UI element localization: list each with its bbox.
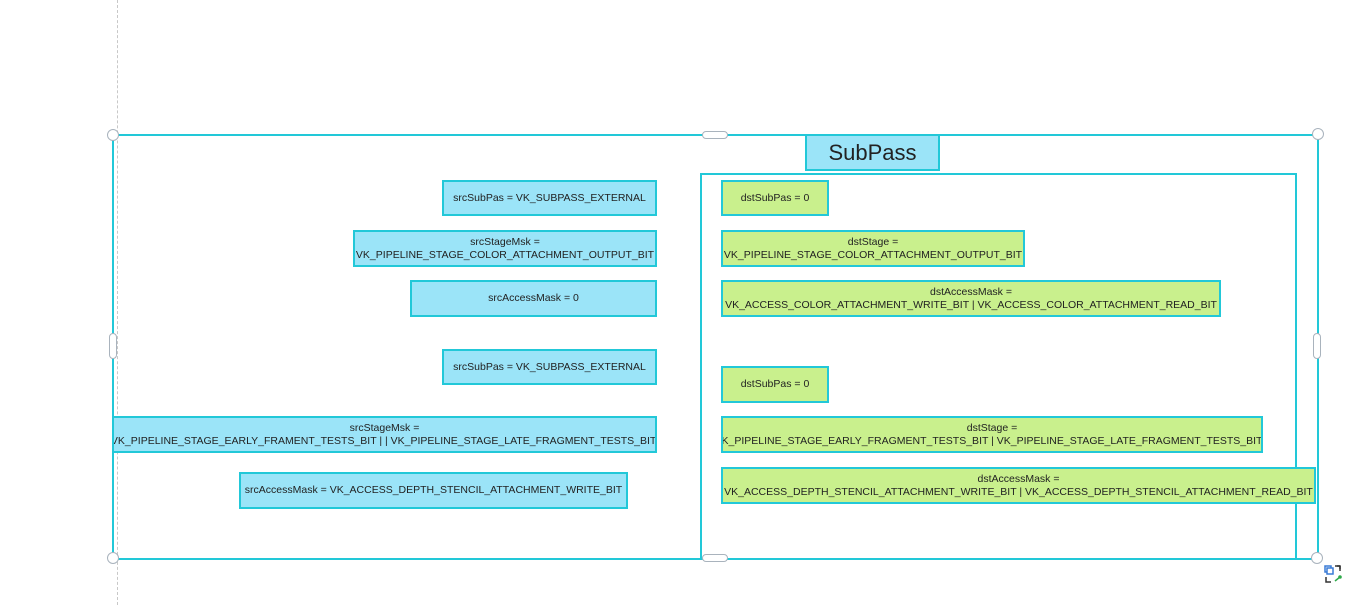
resize-handle-top[interactable]	[702, 131, 728, 139]
node-text: dstSubPas = 0	[740, 378, 810, 390]
src-access-mask-box-1[interactable]: srcAccessMask = 0	[410, 280, 657, 317]
node-text: dstStage =	[847, 235, 899, 248]
node-text: srcAccessMask = VK_ACCESS_DEPTH_STENCIL_…	[244, 484, 623, 496]
subpass-container[interactable]	[700, 173, 1297, 560]
dst-access-mask-box-1[interactable]: dstAccessMask = VK_ACCESS_COLOR_ATTACHME…	[721, 280, 1221, 317]
node-text: srcSubPas = VK_SUBPASS_EXTERNAL	[453, 360, 646, 373]
node-text: VK_PIPELINE_STAGE_COLOR_ATTACHMENT_OUTPU…	[355, 248, 655, 261]
resize-handle-bottom-left[interactable]	[107, 552, 119, 564]
node-text: srcStageMsk =	[349, 421, 420, 434]
vertical-guide-line	[117, 0, 118, 605]
resize-handle-left[interactable]	[109, 333, 117, 359]
dst-subpass-box-2[interactable]: dstSubPas = 0	[721, 366, 829, 403]
node-text: VK_PIPELINE_STAGE_EARLY_FRAMENT_TESTS_BI…	[112, 434, 657, 447]
node-text: dstAccessMask =	[930, 285, 1012, 298]
src-stage-mask-box-2[interactable]: srcStageMsk = VK_PIPELINE_STAGE_EARLY_FR…	[112, 416, 657, 453]
dst-stage-box-1[interactable]: dstStage = VK_PIPELINE_STAGE_COLOR_ATTAC…	[721, 230, 1025, 267]
node-text: dstStage =	[966, 421, 1018, 434]
node-text: srcStageMsk =	[470, 235, 540, 248]
resize-handle-right[interactable]	[1313, 333, 1321, 359]
src-subpass-box-2[interactable]: srcSubPas = VK_SUBPASS_EXTERNAL	[442, 349, 657, 385]
node-text: K_PIPELINE_STAGE_EARLY_FRAGMENT_TESTS_BI…	[721, 434, 1263, 447]
node-text: VK_ACCESS_COLOR_ATTACHMENT_WRITE_BIT | V…	[725, 298, 1217, 311]
node-text: VK_PIPELINE_STAGE_COLOR_ATTACHMENT_OUTPU…	[723, 248, 1023, 261]
resize-handle-bottom-right[interactable]	[1311, 552, 1323, 564]
subpass-title-text: SubPass	[828, 139, 917, 165]
dst-stage-box-2[interactable]: dstStage = K_PIPELINE_STAGE_EARLY_FRAGME…	[721, 416, 1263, 453]
dst-subpass-box-1[interactable]: dstSubPas = 0	[721, 180, 829, 216]
dst-access-mask-box-2[interactable]: dstAccessMask = VK_ACCESS_DEPTH_STENCIL_…	[721, 467, 1316, 504]
transform-tool-icon[interactable]	[1323, 563, 1343, 585]
node-text: VK_ACCESS_DEPTH_STENCIL_ATTACHMENT_WRITE…	[724, 485, 1313, 498]
subpass-title[interactable]: SubPass	[805, 134, 940, 171]
resize-handle-top-left[interactable]	[107, 129, 119, 141]
src-subpass-box-1[interactable]: srcSubPas = VK_SUBPASS_EXTERNAL	[442, 180, 657, 216]
resize-handle-top-right[interactable]	[1312, 128, 1324, 140]
node-text: srcAccessMask = 0	[488, 292, 579, 304]
node-text: dstSubPas = 0	[740, 191, 810, 204]
node-text: dstAccessMask =	[977, 472, 1060, 485]
src-stage-mask-box-1[interactable]: srcStageMsk = VK_PIPELINE_STAGE_COLOR_AT…	[353, 230, 657, 267]
resize-handle-bottom[interactable]	[702, 554, 728, 562]
src-access-mask-box-2[interactable]: srcAccessMask = VK_ACCESS_DEPTH_STENCIL_…	[239, 472, 628, 509]
node-text: srcSubPas = VK_SUBPASS_EXTERNAL	[453, 191, 646, 204]
